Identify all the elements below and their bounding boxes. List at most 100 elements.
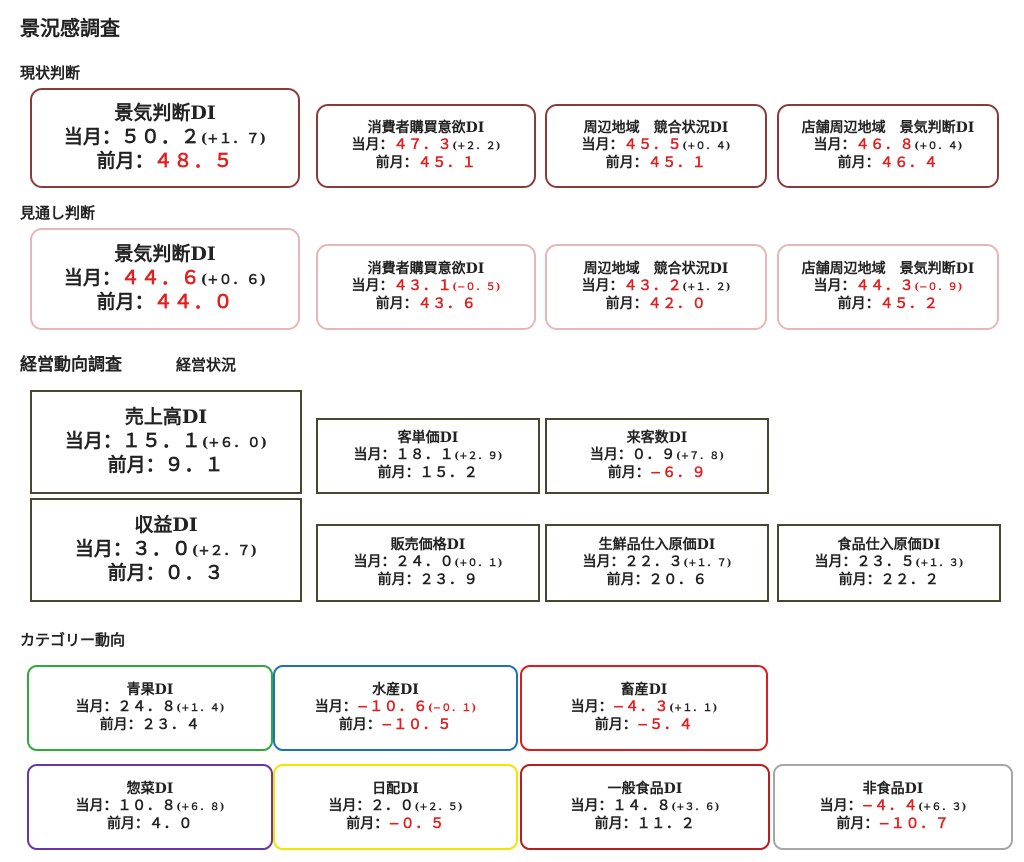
di-title: 売上高DI: [124, 406, 208, 429]
previous-value: ４２．０: [647, 295, 707, 312]
change-value: (+０．４): [682, 141, 731, 153]
previous-value: −６．９: [649, 464, 707, 481]
previous-value: ２３．４: [141, 716, 201, 733]
current-value: ２２．３: [624, 554, 684, 571]
di-title: 景気判断DI: [114, 102, 216, 125]
change-value: (+１．７): [200, 131, 267, 148]
previous-value: −１０．５: [380, 716, 453, 733]
previous-value: −１０．７: [878, 815, 950, 832]
current-label: 当月：: [813, 137, 856, 154]
previous-row: 前月：−５．４: [595, 717, 694, 735]
section-keiei-sub: 経営状況: [176, 356, 237, 374]
previous-value: ４８．５: [153, 149, 234, 172]
di-title: 畜産DI: [620, 681, 668, 698]
current-label: 当月：: [351, 278, 394, 295]
current-value: −１０．６: [356, 699, 428, 716]
di-title: 水産DI: [372, 681, 419, 698]
current-label: 当月：: [581, 137, 624, 154]
previous-value: ４３．６: [417, 295, 477, 312]
current-row: 当月：４３．２(+１．２): [581, 278, 730, 296]
di-title: 店舗周辺地域 景気判断DI: [801, 260, 975, 277]
change-value: (+６．３): [918, 802, 967, 814]
current-value: ４４．３: [855, 278, 915, 295]
current-value: １８．１: [395, 447, 455, 464]
previous-row: 前月：４８．５: [97, 150, 234, 174]
previous-label: 前月：: [375, 295, 418, 312]
di-title: 周辺地域 競合状況DI: [583, 119, 729, 136]
current-row: 当月：３．０(+２．７): [75, 538, 257, 562]
previous-row: 前月：４５．１: [606, 155, 707, 173]
current-label: 当月：: [328, 798, 371, 815]
current-label: 当月：: [353, 554, 396, 571]
previous-value: ４５．１: [647, 154, 707, 171]
current-row: 当月：２２．３(+１．７): [582, 554, 731, 572]
previous-value: ９．１: [164, 453, 225, 476]
di-title: 消費者購買意欲DI: [367, 260, 485, 277]
current-label: 当月：: [582, 554, 625, 571]
change-value: (+７．８): [675, 451, 725, 463]
previous-row: 前月：４６．４: [838, 155, 939, 173]
previous-label: 前月：: [836, 815, 879, 832]
section-mitoshi: 見通し判断: [20, 204, 96, 222]
previous-value: ０．３: [164, 561, 225, 584]
change-value: (+１．３): [915, 558, 964, 570]
current-value: ２４．８: [117, 699, 177, 716]
previous-label: 前月：: [605, 154, 648, 171]
previous-value: −０．５: [388, 815, 445, 832]
di-title: 食品仕入原価DI: [837, 536, 941, 553]
change-value: (+１．７): [683, 558, 732, 570]
current-value: ４５．５: [623, 137, 683, 154]
di-title: 景気判断DI: [114, 243, 216, 266]
previous-row: 前月：２０．６: [607, 572, 708, 590]
current-label: 当月：: [351, 137, 394, 154]
current-row: 当月：１０．８(+６．８): [75, 798, 224, 816]
current-label: 当月：: [75, 699, 118, 716]
previous-row: 前月：２３．９: [378, 572, 479, 590]
current-row: 当月：４７．３(+２．２): [351, 137, 500, 155]
previous-row: 前月：−１０．７: [836, 816, 949, 834]
section-keiei: 経営動向調査: [20, 355, 122, 375]
change-value: (−０．５): [452, 282, 501, 294]
current-row: 当月：４６．８(+０．４): [813, 137, 962, 155]
change-value: (+２．２): [452, 141, 501, 153]
di-title: 非食品DI: [862, 780, 924, 797]
current-label: 当月：: [570, 699, 613, 716]
current-row: 当月：２３．５(+１．３): [814, 554, 963, 572]
previous-row: 前月：４２．０: [606, 296, 707, 314]
previous-label: 前月：: [96, 290, 154, 313]
current-row: 当月：４５．５(+０．４): [581, 137, 730, 155]
previous-row: 前月：０．３: [108, 562, 225, 586]
current-label: 当月：: [63, 267, 121, 290]
current-label: 当月：: [814, 554, 857, 571]
previous-label: 前月：: [606, 571, 649, 588]
current-value: ０．９: [631, 447, 676, 464]
current-row: 当月：−１０．６(−０．１): [315, 699, 476, 717]
change-value: (+６．０): [201, 435, 268, 452]
current-value: １５．１: [121, 430, 202, 453]
current-value: ５０．２: [120, 126, 201, 149]
di-title: 販売価格DI: [390, 536, 466, 553]
current-row: 当月：４４．６(+０．６): [64, 267, 266, 291]
previous-label: 前月：: [837, 295, 880, 312]
current-label: 当月：: [581, 278, 624, 295]
current-label: 当月：: [813, 278, 856, 295]
section-genjo: 現状判断: [20, 64, 81, 82]
change-value: (+２．９): [454, 451, 503, 463]
previous-value: １１．２: [636, 815, 696, 832]
